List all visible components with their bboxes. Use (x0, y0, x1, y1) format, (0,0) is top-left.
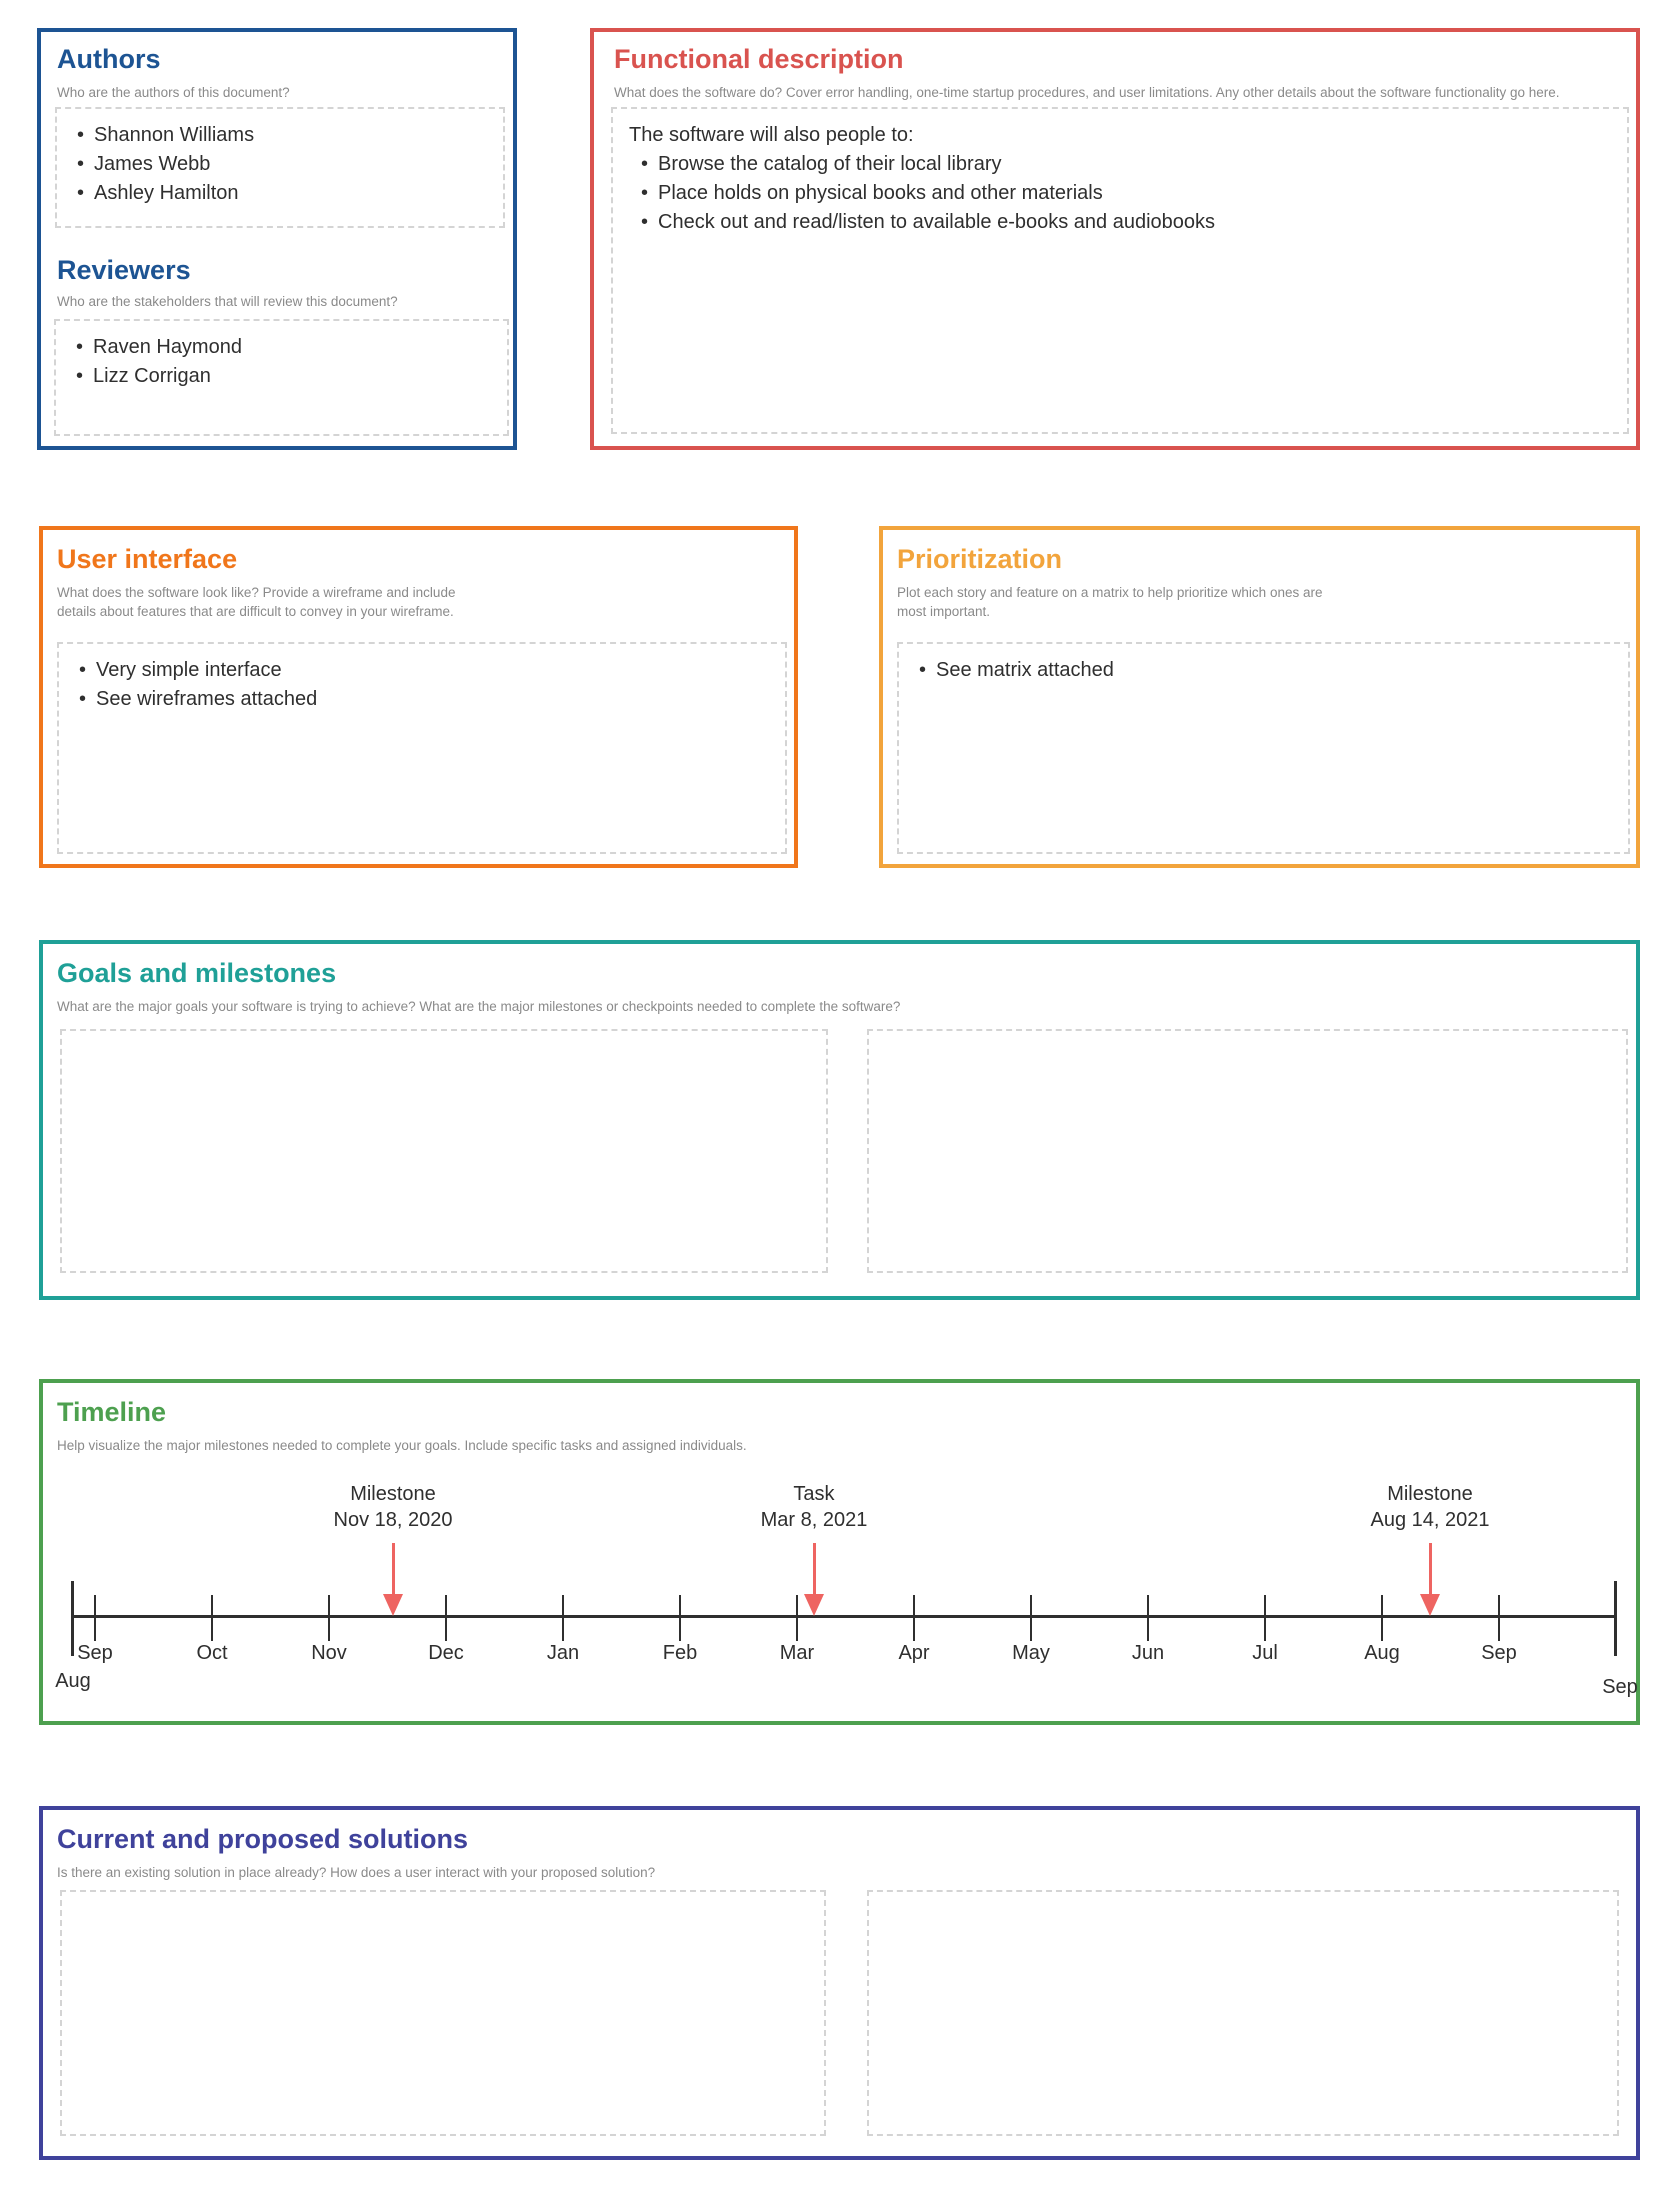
timeline-tick (1147, 1595, 1149, 1641)
timeline-month-label: Sep (77, 1642, 113, 1664)
reviewers-subtitle: Who are the stakeholders that will revie… (57, 294, 398, 309)
list-item: Place holds on physical books and other … (637, 179, 1611, 208)
timeline-event-date: Nov 18, 2020 (333, 1509, 453, 1531)
list-item: Check out and read/listen to available e… (637, 208, 1611, 237)
timeline-end-bar (1614, 1581, 1617, 1656)
timeline-arrow-line (812, 1543, 816, 1596)
prioritization-subtitle: Plot each story and feature on a matrix … (897, 585, 1323, 619)
prioritization-section: Prioritization Plot each story and featu… (879, 526, 1640, 868)
solutions-content-box-left[interactable] (60, 1890, 826, 2136)
list-item: Shannon Williams (73, 121, 487, 150)
functional-description-list: Browse the catalog of their local librar… (629, 150, 1611, 237)
timeline-month-label: Apr (898, 1642, 930, 1664)
goals-milestones-section: Goals and milestones What are the major … (39, 940, 1640, 1300)
timeline-month-label: May (1012, 1642, 1050, 1664)
timeline-event-type: Milestone (350, 1483, 436, 1505)
timeline-arrow-line (1428, 1543, 1432, 1596)
timeline-tick (1264, 1595, 1266, 1641)
timeline-title: Timeline (57, 1397, 167, 1427)
timeline-arrow-head-icon (383, 1594, 403, 1616)
goals-content-box-right[interactable] (867, 1029, 1628, 1273)
functional-description-content-box[interactable]: The software will also people to: Browse… (611, 107, 1629, 434)
timeline-axis (71, 1615, 1614, 1618)
timeline-tick (796, 1595, 798, 1641)
goals-milestones-title: Goals and milestones (57, 958, 337, 988)
timeline-month-label: Nov (311, 1642, 347, 1664)
timeline-event-type: Task (793, 1483, 835, 1505)
reviewers-title: Reviewers (57, 255, 191, 285)
list-item: Browse the catalog of their local librar… (637, 150, 1611, 179)
timeline-month-label: Feb (662, 1642, 698, 1664)
authors-list: Shannon WilliamsJames WebbAshley Hamilto… (73, 121, 487, 208)
list-item: Ashley Hamilton (73, 179, 487, 208)
timeline-tick (913, 1595, 915, 1641)
timeline-start-bar (71, 1581, 74, 1656)
timeline-month-label: Sep (1481, 1642, 1517, 1664)
user-interface-subtitle: What does the software look like? Provid… (57, 585, 456, 619)
timeline-month-label: Mar (779, 1642, 815, 1664)
timeline-start-label: Aug (55, 1670, 91, 1692)
timeline-tick (211, 1595, 213, 1641)
timeline-month-label: Jan (546, 1642, 580, 1664)
timeline-month-label: Oct (196, 1642, 228, 1664)
timeline-event-date: Aug 14, 2021 (1370, 1509, 1490, 1531)
timeline-end-label: Sep (1602, 1676, 1638, 1698)
solutions-subtitle: Is there an existing solution in place a… (57, 1865, 656, 1880)
list-item: See wireframes attached (75, 685, 769, 714)
timeline-month-label: Dec (428, 1642, 464, 1664)
solutions-content-box-right[interactable] (867, 1890, 1619, 2136)
user-interface-list: Very simple interfaceSee wireframes atta… (75, 656, 769, 714)
prioritization-title: Prioritization (897, 544, 1063, 574)
reviewers-list: Raven HaymondLizz Corrigan (72, 333, 491, 391)
timeline-tick (1498, 1595, 1500, 1641)
authors-content-box[interactable]: Shannon WilliamsJames WebbAshley Hamilto… (55, 107, 505, 228)
reviewers-content-box[interactable]: Raven HaymondLizz Corrigan (54, 319, 509, 436)
timeline-tick (1030, 1595, 1032, 1641)
timeline-month-label: Jun (1131, 1642, 1165, 1664)
functional-description-section: Functional description What does the sof… (590, 28, 1640, 450)
timeline-tick (445, 1595, 447, 1641)
list-item: James Webb (73, 150, 487, 179)
authors-subtitle: Who are the authors of this document? (57, 85, 290, 100)
functional-description-title: Functional description (614, 44, 904, 74)
goals-milestones-subtitle: What are the major goals your software i… (57, 999, 901, 1014)
list-item: Raven Haymond (72, 333, 491, 362)
solutions-section: Current and proposed solutions Is there … (39, 1806, 1640, 2160)
timeline-arrow-line (391, 1543, 395, 1596)
list-item: Lizz Corrigan (72, 362, 491, 391)
user-interface-section: User interface What does the software lo… (39, 526, 798, 868)
timeline-tick (1381, 1595, 1383, 1641)
timeline-month-label: Jul (1252, 1642, 1278, 1664)
solutions-title: Current and proposed solutions (57, 1824, 469, 1854)
goals-content-box-left[interactable] (60, 1029, 828, 1273)
timeline-event-type: Milestone (1387, 1483, 1473, 1505)
timeline-tick (679, 1595, 681, 1641)
timeline-section: Timeline Help visualize the major milest… (39, 1379, 1640, 1725)
user-interface-title: User interface (57, 544, 238, 574)
user-interface-content-box[interactable]: Very simple interfaceSee wireframes atta… (57, 642, 787, 854)
list-item: See matrix attached (915, 656, 1612, 685)
timeline-tick (328, 1595, 330, 1641)
prioritization-list: See matrix attached (915, 656, 1612, 685)
list-item: Very simple interface (75, 656, 769, 685)
timeline-tick (94, 1595, 96, 1641)
timeline-subtitle: Help visualize the major milestones need… (57, 1438, 747, 1453)
authors-title: Authors (57, 44, 161, 74)
functional-description-intro: The software will also people to: (629, 124, 914, 146)
timeline-arrow-head-icon (804, 1594, 824, 1616)
prioritization-content-box[interactable]: See matrix attached (897, 642, 1630, 854)
timeline-month-label: Aug (1364, 1642, 1400, 1664)
timeline-arrow-head-icon (1420, 1594, 1440, 1616)
functional-description-subtitle: What does the software do? Cover error h… (614, 85, 1560, 100)
timeline-event-date: Mar 8, 2021 (760, 1509, 868, 1531)
timeline-tick (562, 1595, 564, 1641)
authors-section: Authors Who are the authors of this docu… (37, 28, 517, 450)
